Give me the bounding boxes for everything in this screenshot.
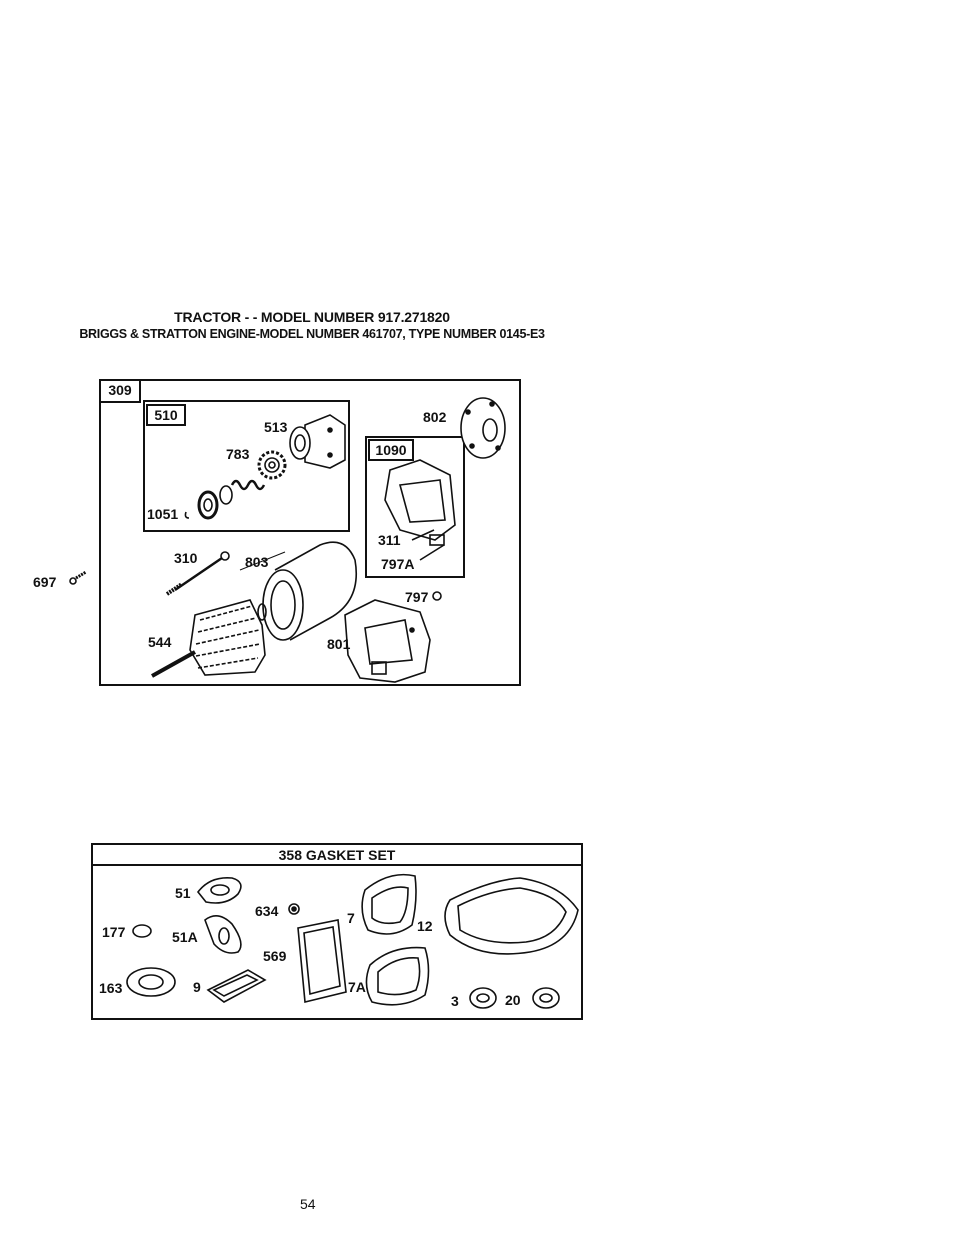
sub-assembly-label-1090: 1090: [368, 439, 414, 461]
nut-797-drawing: [432, 591, 442, 601]
gasket-label-177: 177: [102, 924, 126, 940]
gasket-12-drawing: [444, 877, 579, 955]
washer-1051-drawing: [184, 485, 233, 520]
brush-assembly-1090-drawing: [384, 459, 456, 561]
gasket-7a-drawing: [365, 946, 430, 1006]
part-label-310: 310: [174, 550, 198, 566]
gasket-label-569: 569: [263, 948, 287, 964]
gasket-label-163: 163: [99, 980, 123, 996]
gasket-label-51: 51: [175, 885, 191, 901]
part-label-802: 802: [423, 409, 447, 425]
end-cap-801-drawing: [344, 599, 431, 683]
part-label-1051: 1051: [147, 506, 179, 522]
gasket-set-title: 358 GASKET SET: [91, 844, 583, 866]
part-label-311: 311: [378, 532, 401, 548]
gasket-label-9: 9: [193, 979, 201, 995]
end-plate-802-drawing: [460, 397, 506, 459]
assembly-label-309: 309: [99, 379, 141, 403]
gasket-163-drawing: [126, 967, 176, 997]
part-label-803: 803: [245, 554, 269, 570]
part-label-797: 797: [405, 589, 429, 605]
part-label-801: 801: [327, 636, 351, 652]
page-title: TRACTOR - - MODEL NUMBER 917.271820: [174, 309, 450, 325]
gasket-set-frame: [91, 843, 583, 1020]
starter-diagram-frame: [99, 379, 521, 686]
screw-697-drawing: [69, 570, 87, 585]
page-number: 54: [300, 1196, 316, 1212]
frame-803-drawing: [239, 541, 357, 641]
part-label-797a: 797A: [381, 556, 415, 572]
gasket-label-20: 20: [505, 992, 521, 1008]
sub-assembly-510-frame: [143, 400, 350, 532]
gasket-569-drawing: [297, 919, 347, 1003]
gasket-label-7: 7: [347, 910, 355, 926]
gasket-9-drawing: [206, 969, 267, 1003]
part-label-544: 544: [148, 634, 172, 650]
spring-drawing: [230, 479, 266, 491]
gasket-label-634: 634: [255, 903, 279, 919]
part-label-697: 697: [33, 574, 57, 590]
armature-544-drawing: [151, 599, 267, 678]
gasket-7-drawing: [361, 873, 417, 935]
drive-housing-513-drawing: [289, 414, 346, 469]
sub-assembly-label-510: 510: [146, 404, 186, 426]
gasket-label-7a: 7A: [348, 979, 366, 995]
seal-3-drawing: [469, 987, 497, 1009]
gear-783-drawing: [257, 450, 287, 480]
seal-634-drawing: [288, 903, 300, 915]
part-label-513: 513: [264, 419, 288, 435]
sub-assembly-1090-frame: [365, 436, 465, 578]
gasket-label-3: 3: [451, 993, 459, 1009]
gasket-51a-drawing: [204, 915, 242, 954]
seal-20-drawing: [532, 987, 560, 1009]
gasket-label-51a: 51A: [172, 929, 198, 945]
o-ring-177-drawing: [132, 924, 152, 938]
gasket-51-drawing: [196, 876, 242, 904]
page-subtitle: BRIGGS & STRATTON ENGINE-MODEL NUMBER 46…: [79, 327, 545, 341]
gasket-label-12: 12: [417, 918, 433, 934]
bolt-310-drawing: [165, 551, 230, 596]
part-label-783: 783: [226, 446, 250, 462]
